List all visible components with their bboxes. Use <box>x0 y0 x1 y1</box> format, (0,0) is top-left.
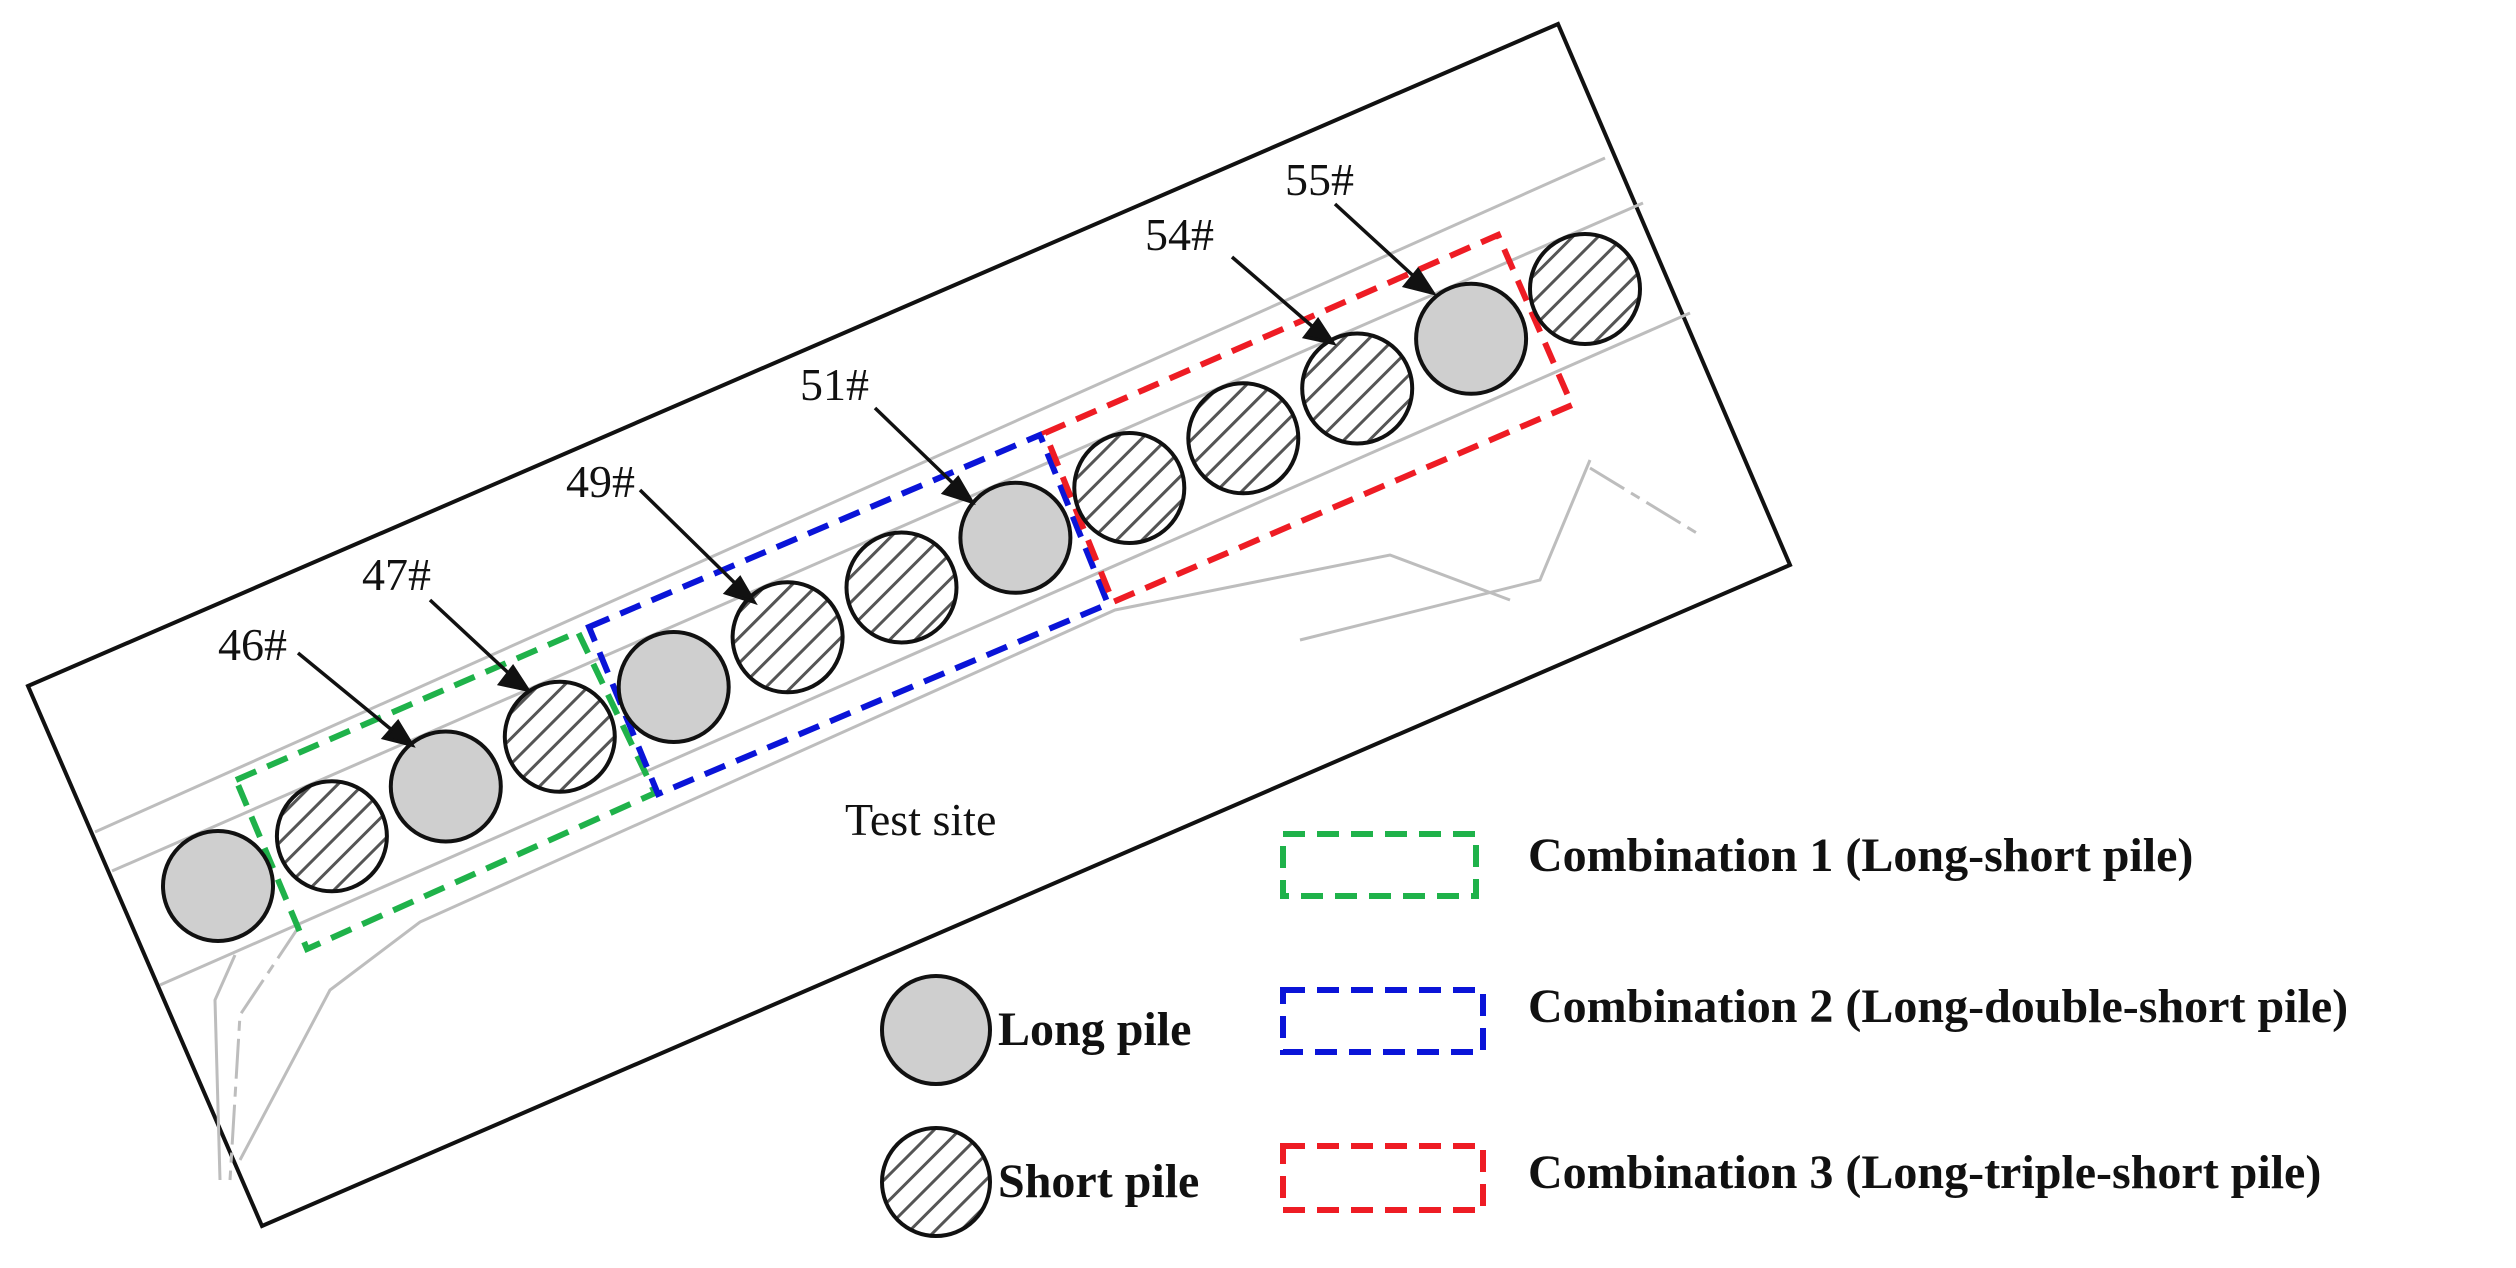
long-pile <box>161 829 275 943</box>
road-edge <box>228 924 302 1181</box>
arrow-55 <box>1333 202 1422 284</box>
legend-long-pile-icon <box>880 974 992 1086</box>
legend-short-pile-label: Short pile <box>998 1155 1199 1208</box>
legend-combination-1-label: Combination 1 (Long-short pile) <box>1528 829 2193 882</box>
arrowhead-51 <box>940 475 976 506</box>
road-line <box>159 311 1691 987</box>
pile-label-49: 49# <box>566 456 635 507</box>
road-edge <box>213 954 237 1181</box>
pile-label-54: 54# <box>1145 209 1214 260</box>
short-pile <box>274 779 389 894</box>
legend: Long pile Short pile Combination 1 (Long… <box>880 829 2348 1238</box>
road-edge <box>1299 459 1592 642</box>
arrow-47 <box>428 598 518 682</box>
arrowhead-47 <box>496 663 532 693</box>
arrowhead-49 <box>722 575 758 606</box>
short-pile <box>730 580 845 695</box>
site-label: Test site <box>845 794 996 845</box>
long-pile <box>1414 281 1529 396</box>
short-pile <box>502 679 617 794</box>
long-pile <box>616 630 731 744</box>
legend-short-pile-icon <box>880 1126 992 1238</box>
arrowhead-54 <box>1301 316 1337 346</box>
arrow-51 <box>873 406 962 492</box>
pile-row <box>161 232 1642 943</box>
legend-combination-1-box <box>1280 831 1479 899</box>
long-pile <box>958 480 1073 595</box>
pile-label-51: 51# <box>800 359 869 410</box>
combination-boxes <box>232 231 1576 953</box>
combination-2-box <box>585 431 1112 798</box>
combination-3-box <box>1041 231 1576 606</box>
short-pile <box>1300 331 1415 446</box>
legend-long-pile-label: Long pile <box>998 1003 1191 1056</box>
short-pile <box>1186 381 1301 496</box>
pile-label-46: 46# <box>218 619 287 670</box>
arrowhead-46 <box>380 719 416 748</box>
label-arrows <box>296 202 1437 748</box>
legend-combination-3-label: Combination 3 (Long-triple-short pile) <box>1528 1146 2321 1199</box>
legend-combination-3-box <box>1280 1143 1486 1213</box>
short-pile <box>1072 431 1187 545</box>
arrow-54 <box>1230 255 1322 335</box>
road-edge <box>238 553 1511 1161</box>
short-pile <box>844 530 959 645</box>
road-lines <box>94 156 1701 1181</box>
road-line <box>94 156 1606 834</box>
arrowhead-55 <box>1401 267 1437 296</box>
legend-combination-2-box <box>1280 987 1486 1055</box>
legend-combination-2-label: Combination 2 (Long-double-short pile) <box>1528 980 2348 1033</box>
short-pile <box>1528 232 1642 346</box>
pile-label-55: 55# <box>1285 154 1354 205</box>
pile-label-47: 47# <box>362 549 431 600</box>
arrow-46 <box>296 651 400 737</box>
long-pile <box>388 729 503 844</box>
road-edge <box>1589 466 1701 537</box>
arrow-49 <box>638 488 744 592</box>
